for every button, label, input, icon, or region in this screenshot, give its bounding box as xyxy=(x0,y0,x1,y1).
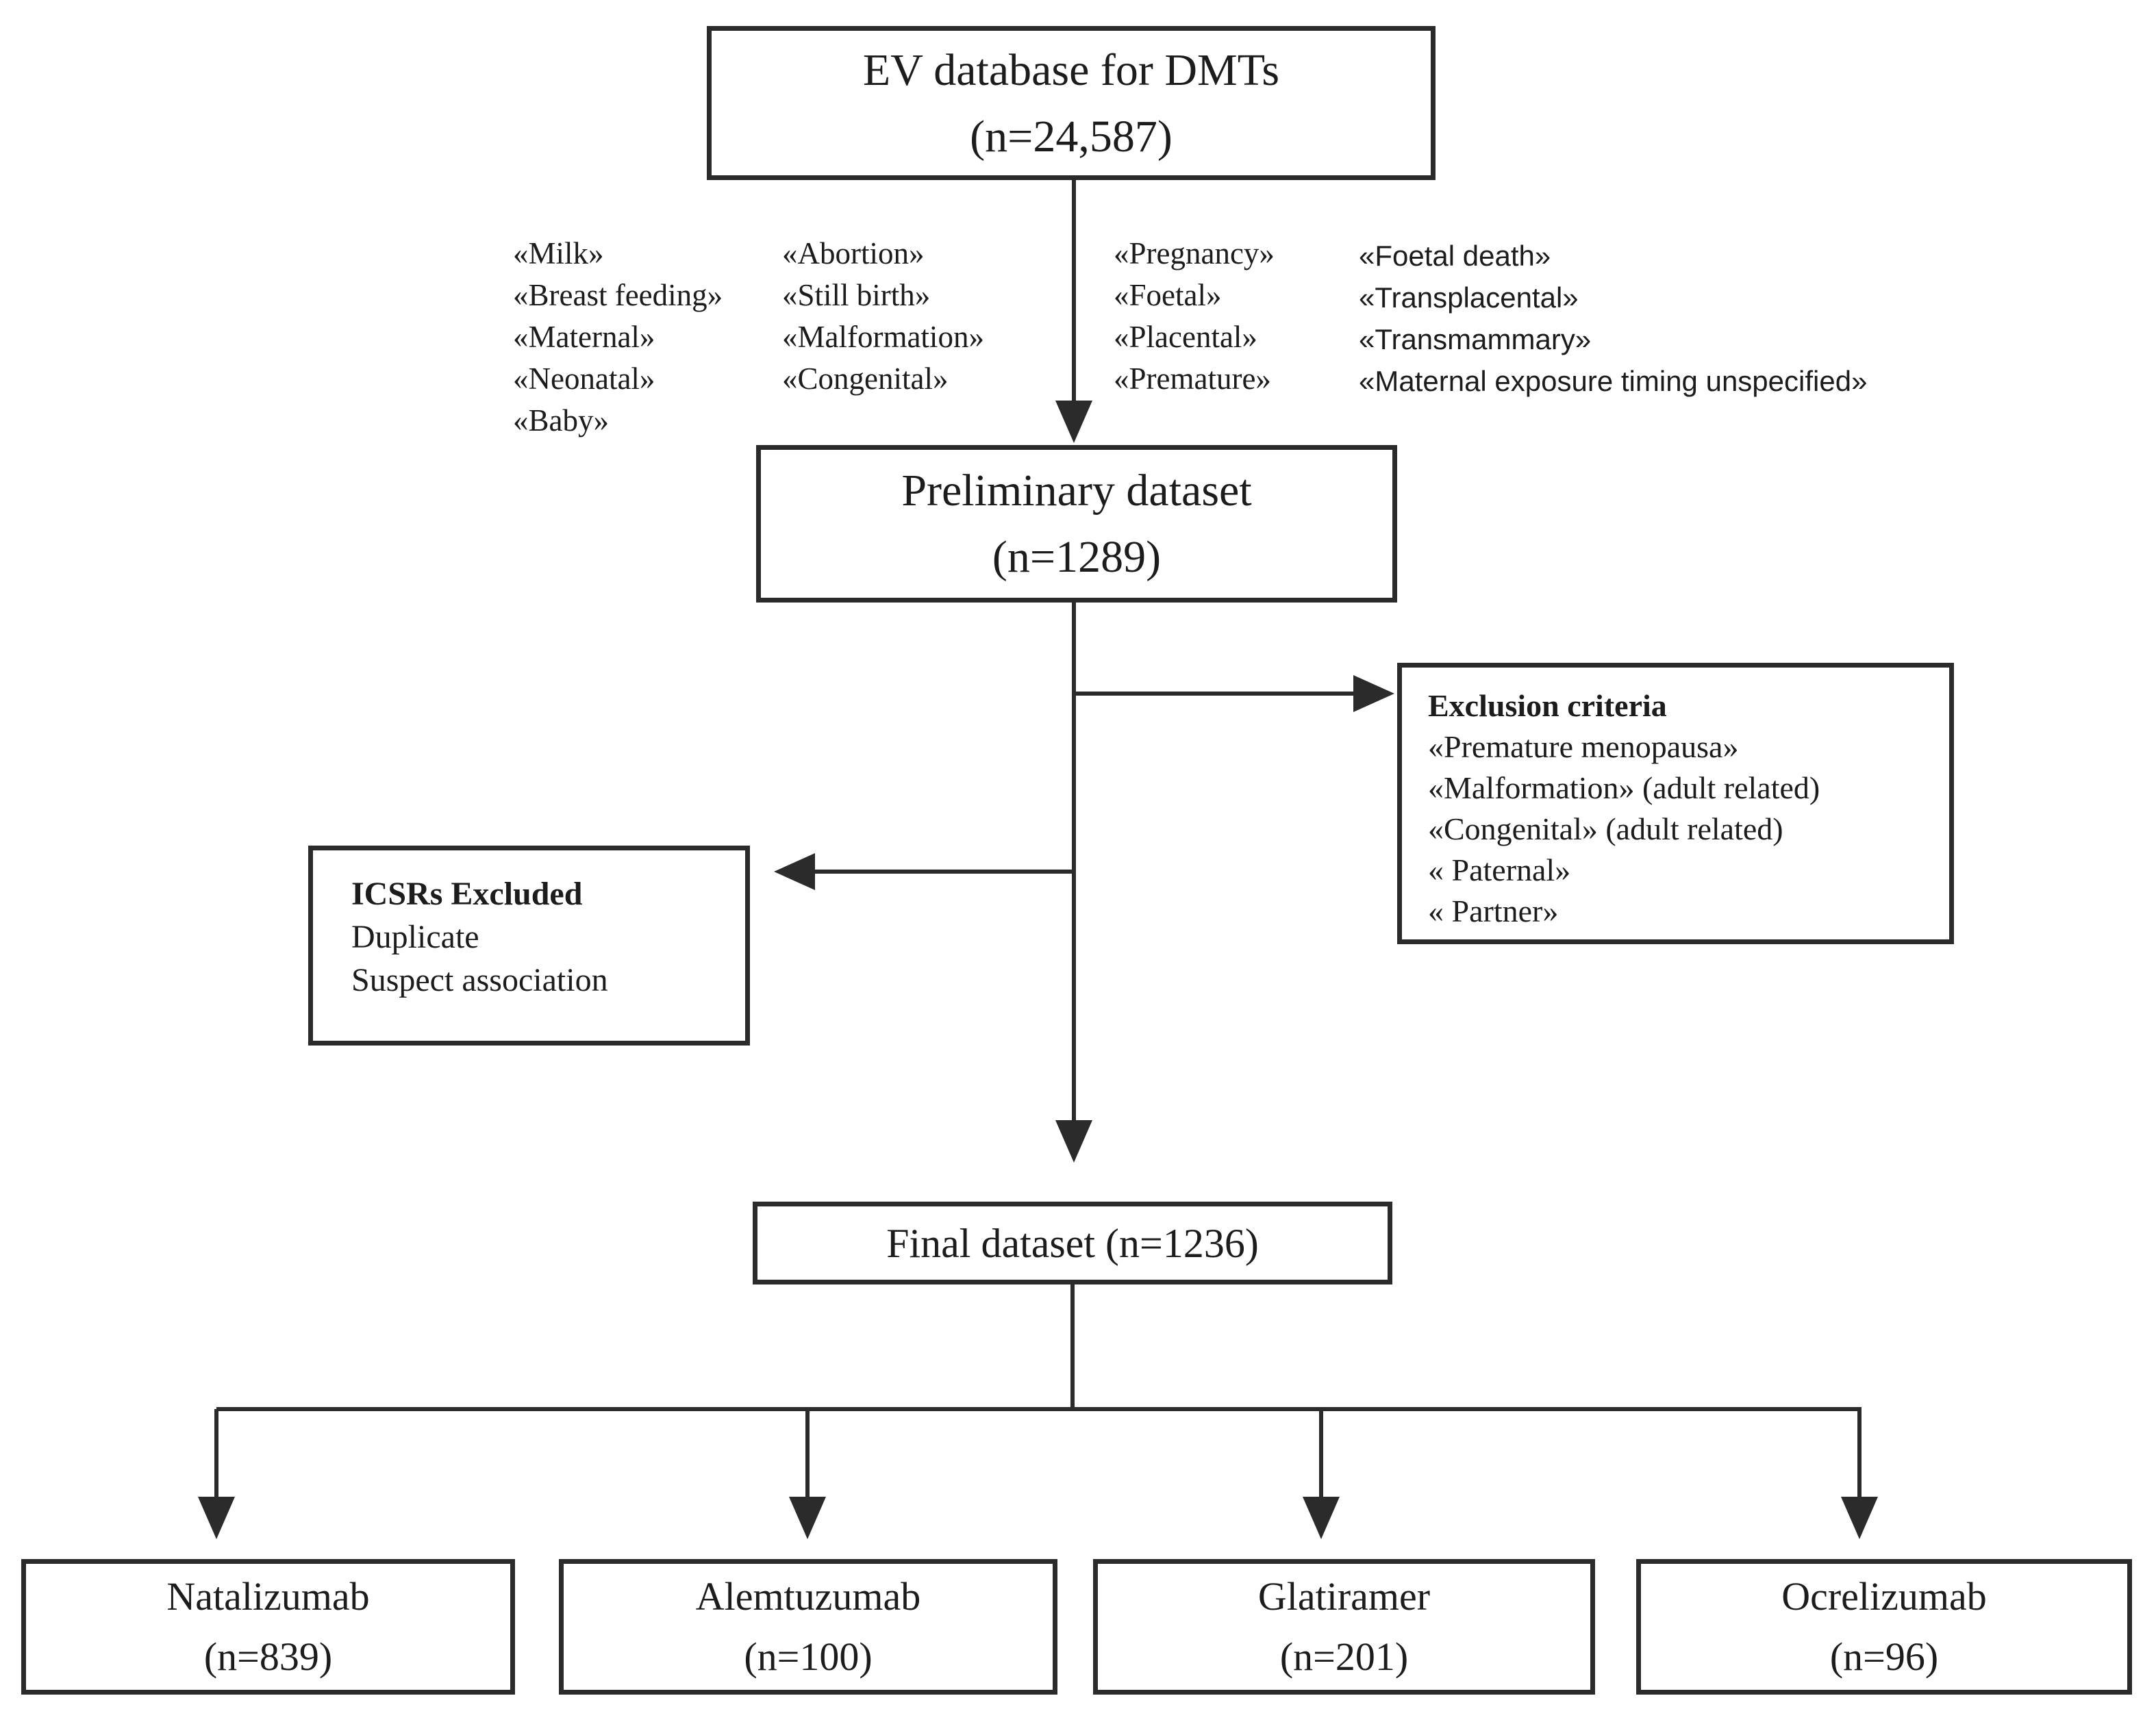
search-terms-column-1: «Milk» «Breast feeding» «Maternal» «Neon… xyxy=(513,233,723,442)
search-terms-column-3: «Pregnancy» «Foetal» «Placental» «Premat… xyxy=(1114,233,1275,400)
icsrs-item: Suspect association xyxy=(351,962,608,998)
ocrelizumab-count: (n=96) xyxy=(1829,1634,1939,1679)
exclusion-item: «Premature menopausa» xyxy=(1428,729,1739,764)
search-term: «Premature» xyxy=(1114,362,1271,396)
branch-horizontal-line xyxy=(216,1407,1862,1411)
arrowhead-down-to-natalizumab xyxy=(198,1497,235,1539)
preliminary-dataset-count: (n=1289) xyxy=(992,532,1162,582)
icsrs-excluded-box: ICSRs Excluded Duplicate Suspect associa… xyxy=(308,846,750,1046)
ev-database-title: EV database for DMTs xyxy=(862,45,1280,95)
connector-preliminary-to-final xyxy=(1072,603,1076,1122)
final-dataset-title: Final dataset (n=1236) xyxy=(886,1220,1259,1266)
alemtuzumab-name: Alemtuzumab xyxy=(695,1574,921,1619)
natalizumab-name: Natalizumab xyxy=(166,1574,370,1619)
icsrs-item: Duplicate xyxy=(351,919,479,955)
exclusion-item: «Malformation» (adult related) xyxy=(1428,770,1820,805)
preliminary-dataset-box: Preliminary dataset (n=1289) xyxy=(756,445,1397,603)
search-term: «Congenital» xyxy=(782,362,949,396)
arrowhead-down-to-glatiramer xyxy=(1303,1497,1340,1539)
search-term: «Still birth» xyxy=(782,278,931,312)
exclusion-item: « Partner» xyxy=(1428,894,1559,928)
search-term: «Transplacental» xyxy=(1359,281,1579,314)
exclusion-criteria-title: Exclusion criteria xyxy=(1428,688,1667,723)
search-terms-column-2: «Abortion» «Still birth» «Malformation» … xyxy=(782,233,984,400)
arrowhead-down-to-final xyxy=(1055,1120,1092,1163)
preliminary-dataset-title: Preliminary dataset xyxy=(901,466,1252,516)
final-dataset-box: Final dataset (n=1236) xyxy=(753,1202,1392,1284)
search-term: «Maternal exposure timing unspecified» xyxy=(1359,365,1868,397)
search-term: «Foetal» xyxy=(1114,278,1222,312)
search-term: «Abortion» xyxy=(782,236,925,270)
exclusion-item: « Paternal» xyxy=(1428,852,1571,887)
search-term: «Baby» xyxy=(513,403,609,438)
search-term: «Milk» xyxy=(513,236,604,270)
glatiramer-name: Glatiramer xyxy=(1257,1574,1431,1619)
branch-drop-glatiramer xyxy=(1319,1409,1323,1498)
search-term: «Maternal» xyxy=(513,320,655,354)
arrowhead-right-to-exclusion xyxy=(1353,675,1394,712)
search-term: «Malformation» xyxy=(782,320,984,354)
alemtuzumab-box: Alemtuzumab (n=100) xyxy=(559,1559,1057,1695)
branch-drop-alemtuzumab xyxy=(805,1409,810,1498)
icsrs-excluded-title: ICSRs Excluded xyxy=(351,876,583,912)
ocrelizumab-name: Ocrelizumab xyxy=(1781,1574,1987,1619)
search-term: «Pregnancy» xyxy=(1114,236,1275,270)
connector-to-exclusion xyxy=(1074,692,1356,696)
arrowhead-down-to-alemtuzumab xyxy=(789,1497,826,1539)
natalizumab-count: (n=839) xyxy=(203,1634,333,1679)
natalizumab-box: Natalizumab (n=839) xyxy=(21,1559,515,1695)
search-term: «Breast feeding» xyxy=(513,278,723,312)
exclusion-item: «Congenital» (adult related) xyxy=(1428,811,1783,846)
exclusion-criteria-box: Exclusion criteria «Premature menopausa»… xyxy=(1397,663,1954,944)
ev-database-count: (n=24,587) xyxy=(970,111,1173,162)
glatiramer-count: (n=201) xyxy=(1279,1634,1409,1679)
search-term: «Foetal death» xyxy=(1359,240,1551,272)
connector-to-icsrs-excluded xyxy=(815,870,1074,874)
connector-top-to-preliminary xyxy=(1072,180,1076,404)
search-terms-column-4: «Foetal death» «Transplacental» «Transma… xyxy=(1359,235,1867,402)
branch-drop-natalizumab xyxy=(214,1409,218,1498)
ocrelizumab-box: Ocrelizumab (n=96) xyxy=(1636,1559,2132,1695)
glatiramer-box: Glatiramer (n=201) xyxy=(1093,1559,1595,1695)
ev-database-box: EV database for DMTs (n=24,587) xyxy=(707,26,1436,180)
arrowhead-down-to-preliminary xyxy=(1055,401,1092,443)
connector-final-to-branch xyxy=(1070,1284,1075,1409)
alemtuzumab-count: (n=100) xyxy=(744,1634,873,1679)
arrowhead-down-to-ocrelizumab xyxy=(1841,1497,1878,1539)
search-term: «Placental» xyxy=(1114,320,1257,354)
arrowhead-left-to-icsrs xyxy=(774,853,815,890)
branch-drop-ocrelizumab xyxy=(1857,1409,1862,1498)
search-term: «Transmammary» xyxy=(1359,323,1592,355)
search-term: «Neonatal» xyxy=(513,362,655,396)
